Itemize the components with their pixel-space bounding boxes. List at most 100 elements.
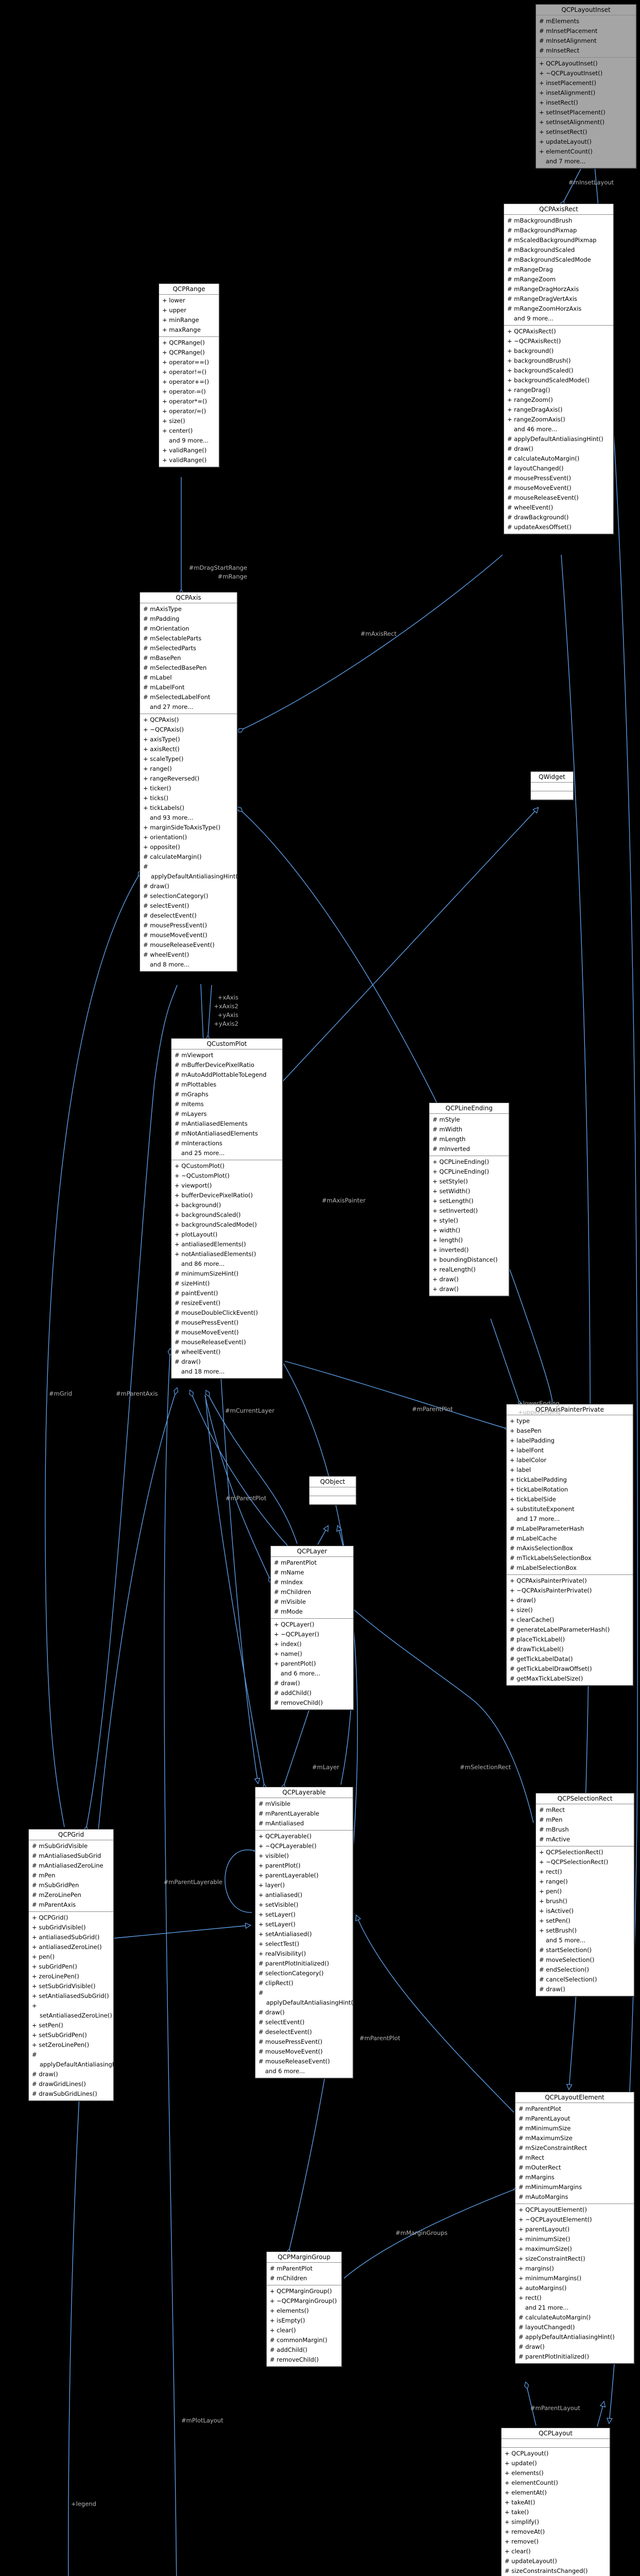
operation-row: + minimumSize(): [518, 2235, 570, 2243]
operation-row: + ~QCPAxisRect(): [507, 337, 561, 345]
class-node-qcpaxisrect[interactable]: QCPAxisRect# mBackgroundBrush# mBackgrou…: [504, 204, 614, 534]
operation-row: # parentPlotInitialized(): [258, 1960, 330, 1967]
operation-row: + ~QCPLayer(): [274, 1631, 319, 1638]
operation-row: # startSelection(): [539, 1946, 592, 1954]
operation-row: + rect(): [539, 1868, 562, 1875]
edge-label-selection_rect: #mSelectionRect: [460, 1763, 511, 1772]
operation-row: # mousePressEvent(): [143, 922, 207, 929]
edge-mparentplot-layerable: [205, 1395, 264, 1785]
operation-row: # selectEvent(): [258, 2019, 305, 2026]
attribute-row: # mOrientation: [143, 625, 189, 632]
operation-row: + takeAt(): [505, 2499, 535, 2506]
class-node-qcpgrid[interactable]: QCPGrid# mSubGridVisible# mAntialiasedSu…: [28, 1829, 129, 2101]
class-node-qobject[interactable]: QObject: [309, 1476, 356, 1505]
edge-label-line: +xAxis2: [214, 1003, 238, 1010]
edge-label-line: +upperEnding: [518, 1409, 561, 1416]
attribute-row: # mBrush: [539, 1826, 569, 1833]
edge-label-line: #mParentPlot: [359, 2035, 401, 2042]
class-node-qcplineending[interactable]: QCPLineEnding# mStyle# mWidth# mLength# …: [429, 1103, 509, 1296]
attribute-row: # mBackgroundScaledMode: [507, 256, 591, 263]
edge-label-parent_plot_3: #mParentPlot: [226, 1494, 266, 1503]
attribute-row: # mRect: [539, 1806, 565, 1814]
operation-row: + ticks(): [143, 794, 168, 802]
operation-row: + inverted(): [433, 1246, 469, 1253]
attribute-row: # mRect: [518, 2154, 544, 2161]
operation-row: # endSelection(): [539, 1966, 589, 1973]
edge-label-line: #mAxisPainter: [322, 1197, 366, 1204]
class-attributes: # mElements# mInsetPlacement# mInsetAlig…: [536, 15, 636, 57]
operation-row: + backgroundScaled(): [175, 1211, 241, 1218]
operation-row: + rect(): [518, 2294, 542, 2301]
class-node-qcplayoutinset[interactable]: QCPLayoutInset# mElements# mInsetPlaceme…: [535, 4, 636, 168]
edge-label-line: +xAxis: [217, 994, 238, 1001]
operation-row: + rangeDrag(): [507, 386, 550, 394]
class-attributes: # mViewport# mBufferDevicePixelRatio# mA…: [171, 1049, 282, 1160]
attribute-row: # mPlottables: [175, 1081, 217, 1088]
attribute-row: # mPadding: [143, 615, 180, 622]
operation-row: # calculateAutoMargin(): [518, 2314, 591, 2321]
attribute-row: # mRangeZoomHorzAxis: [507, 305, 582, 312]
class-attributes: [501, 2439, 610, 2447]
class-node-qcplayoutelement[interactable]: QCPLayoutElement# mParentPlot# mParentLa…: [515, 2092, 634, 2364]
operation-row: # generateLabelParameterHash(): [510, 1626, 610, 1633]
class-node-qcpaxis[interactable]: QCPAxis# mAxisType# mPadding# mOrientati…: [140, 592, 240, 972]
operation-row: + removeAt(): [505, 2528, 545, 2535]
edge-label-parent_plot_2: #mParentPlot: [359, 2034, 400, 2043]
class-attributes: # mStyle# mWidth# mLength# mInverted: [429, 1114, 509, 1156]
attribute-row: # mParentPlot: [270, 2265, 313, 2272]
attribute-row: # mPen: [32, 1872, 56, 1879]
operation-row: + pen(): [539, 1888, 562, 1895]
operation-row: + orientation(): [143, 834, 187, 841]
class-node-qcplayer[interactable]: QCPLayer# mParentPlot# mName# mIndex# mC…: [270, 1546, 354, 1710]
operation-row: # getMaxTickLabelSize(): [510, 1675, 583, 1682]
operation-row: + ~QCustomPlot(): [175, 1172, 230, 1179]
operation-row: # sizeConstraintsChanged(): [505, 2567, 588, 2574]
operation-row: + remove(): [505, 2538, 539, 2545]
class-node-qcpmargingroup[interactable]: QCPMarginGroup# mParentPlot# mChildren+ …: [266, 2251, 342, 2367]
attribute-row: # mAntialiasedZeroLine: [32, 1862, 103, 1869]
attribute-row: # mBackgroundPixmap: [507, 227, 577, 234]
class-node-qcpaxispainterprivate[interactable]: QCPAxisPainterPrivate+ type+ basePen+ la…: [506, 1404, 633, 1686]
operation-row: + range(): [143, 765, 172, 772]
attribute-row: + tickLabelRotation: [510, 1486, 568, 1493]
attribute-row: # mBasePen: [143, 654, 181, 662]
operation-row: + marginSideToAxisType(): [143, 824, 221, 831]
edge-label-current_layer: #mCurrentLayer: [225, 1406, 274, 1415]
attribute-row: # mParentLayout: [518, 2115, 570, 2122]
operation-row: # minimumSizeHint(): [175, 1270, 239, 1277]
operation-row: # getTickLabelData(): [510, 1655, 573, 1663]
class-node-qcprange[interactable]: QCPRange+ lower+ upper+ minRange+ maxRan…: [159, 283, 219, 467]
attribute-row: + type: [510, 1417, 530, 1425]
attribute-row: # mChildren: [270, 2275, 307, 2282]
operation-row: + parentPlot(): [274, 1660, 316, 1667]
class-node-qcustomplot[interactable]: QCustomPlot# mViewport# mBufferDevicePix…: [171, 1038, 283, 1379]
operation-row: + QCPRange(): [162, 339, 205, 346]
edge-label-line: #mPlotLayout: [181, 2417, 223, 2424]
operation-row: # draw(): [539, 1986, 565, 1993]
operation-row: # mouseDoubleClickEvent(): [175, 1309, 258, 1316]
attribute-row: + lower: [162, 297, 185, 304]
class-node-qwidget[interactable]: QWidget: [530, 771, 574, 800]
operation-row: + setAntialiasedSubGrid(): [32, 1992, 109, 1999]
operation-row: + antialiasedZeroLine(): [32, 1943, 102, 1951]
operation-row: + notAntialiasedElements(): [175, 1250, 256, 1258]
attribute-row: # mSelectedBasePen: [143, 664, 207, 671]
class-node-qcpselectionrect[interactable]: QCPSelectionRect# mRect# mPen# mBrush# m…: [535, 1793, 634, 1996]
attribute-row: # mLabelSelectionBox: [510, 1564, 577, 1571]
attribute-row: # mAutoMargins: [518, 2193, 568, 2200]
edge-label-plot_layout: #mPlotLayout: [181, 2416, 223, 2425]
operation-row: # updateLayout(): [505, 2557, 557, 2565]
operation-row: + draw(): [433, 1276, 459, 1283]
class-title: QWidget: [531, 772, 573, 783]
class-node-qcplayerable[interactable]: QCPLayerable# mVisible# mParentLayerable…: [255, 1787, 355, 2078]
edge-label-line: #mAxisRect: [360, 630, 397, 637]
operation-row: + style(): [433, 1217, 458, 1224]
operation-row: + ~QCPMarginGroup(): [270, 2297, 337, 2304]
class-node-qcplayout[interactable]: QCPLayout+ QCPLayout()+ update()+ elemen…: [501, 2428, 610, 2576]
operation-row: and 86 more...: [181, 1260, 225, 1267]
operation-row: + QCPLayout(): [505, 2450, 549, 2457]
attribute-row: + tickLabelPadding: [510, 1476, 567, 1483]
operation-row: # mouseMoveEvent(): [258, 2048, 323, 2055]
class-attributes: # mAxisType# mPadding# mOrientation# mSe…: [140, 603, 237, 714]
